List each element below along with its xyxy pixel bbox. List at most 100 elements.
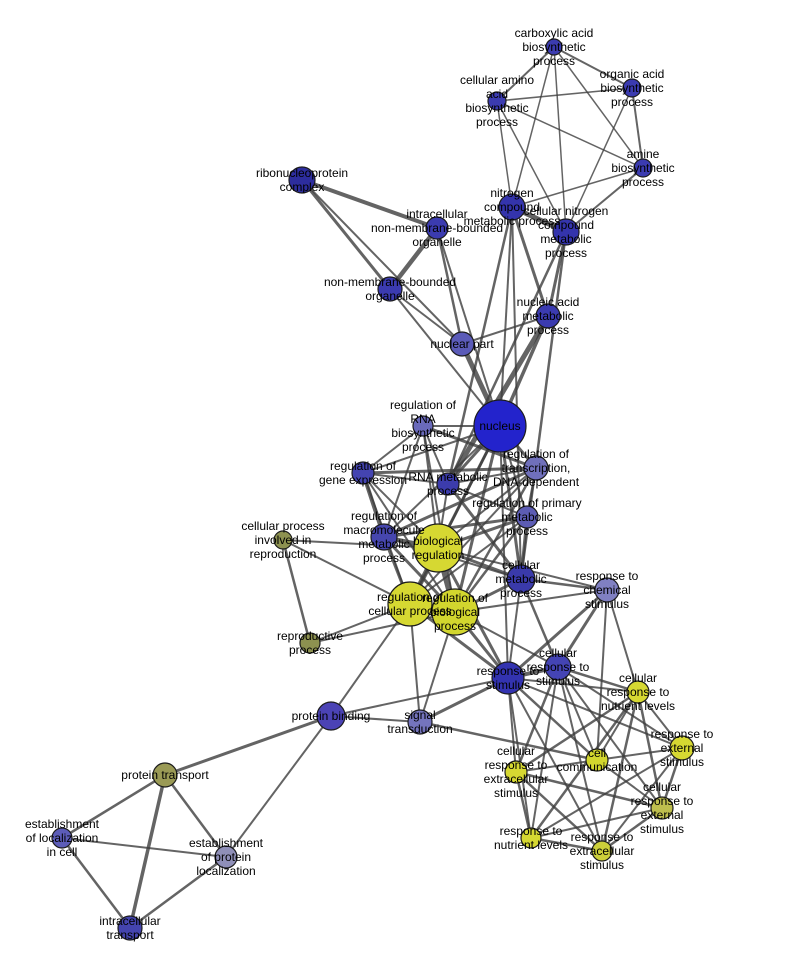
node-crn[interactable]: [626, 680, 650, 704]
node-label-pt: protein transport: [121, 768, 209, 782]
node-ncm[interactable]: [498, 193, 526, 221]
node-elc[interactable]: [51, 827, 73, 849]
edge-crn-crx: [636, 691, 664, 809]
node-nam[interactable]: [535, 303, 561, 329]
node-epl[interactable]: [214, 845, 238, 869]
edge-crs-cc: [557, 666, 598, 761]
node-crs[interactable]: [544, 653, 572, 681]
node-rnl[interactable]: [520, 827, 542, 849]
edge-cab-ab: [553, 46, 644, 169]
edge-ab-ncm: [511, 167, 644, 208]
node-rp[interactable]: [299, 632, 321, 654]
edge-pt-elc: [61, 773, 166, 840]
edge-nmbo-nuc: [389, 288, 501, 427]
node-rbp[interactable]: [431, 588, 479, 636]
node-label-np: nuclear part: [430, 337, 494, 351]
node-rmm[interactable]: [370, 523, 398, 551]
edge-rnp-inmbo: [301, 178, 438, 230]
edge-layer: [61, 46, 684, 930]
edge-rcs-cc: [596, 589, 608, 761]
edge-elc-epl: [61, 837, 227, 858]
node-cmp[interactable]: [506, 564, 536, 594]
node-rcp[interactable]: [387, 581, 433, 627]
edge-cpr-rp: [281, 539, 312, 644]
edge-pb-epl: [225, 715, 332, 858]
edge-rbp-rcs: [454, 589, 608, 613]
node-pt[interactable]: [152, 762, 178, 788]
node-rmp[interactable]: [436, 472, 460, 496]
edge-res-rxs: [601, 747, 683, 852]
node-rts[interactable]: [491, 661, 525, 695]
node-cc[interactable]: [585, 748, 609, 772]
edge-rcp-cpr: [282, 539, 411, 605]
node-nmbo[interactable]: [377, 276, 403, 302]
edge-epl-it: [129, 855, 227, 930]
node-rcs[interactable]: [594, 577, 620, 603]
node-rxs[interactable]: [591, 840, 613, 862]
node-rge[interactable]: [351, 461, 375, 485]
node-rpm[interactable]: [515, 505, 539, 529]
edge-crn-rnl: [529, 691, 640, 839]
edge-pt-it: [128, 774, 167, 929]
edge-cc-cre: [515, 759, 598, 773]
node-st[interactable]: [407, 709, 433, 735]
node-cncm[interactable]: [552, 218, 580, 246]
edge-res-rnl: [530, 747, 683, 839]
edge-cre-crx: [515, 770, 663, 810]
edge-rnp-nmbo: [300, 179, 392, 290]
edge-rnp-np: [301, 179, 463, 345]
edge-nam-np: [461, 315, 549, 345]
edge-rmp-rpm: [447, 483, 528, 518]
node-rtd[interactable]: [523, 455, 549, 481]
node-inmbo[interactable]: [425, 216, 449, 240]
node-it[interactable]: [117, 915, 143, 941]
node-oab[interactable]: [622, 78, 642, 98]
node-bre[interactable]: [413, 523, 463, 573]
edge-ab-cncm: [565, 167, 644, 233]
edge-rts-rxs: [507, 677, 603, 852]
edge-rts-rnl: [507, 677, 532, 839]
node-caab[interactable]: [487, 91, 507, 111]
node-nuc[interactable]: [473, 399, 527, 453]
edge-cab-oab: [553, 46, 633, 89]
node-crx[interactable]: [650, 796, 674, 820]
node-rrb[interactable]: [412, 415, 434, 437]
node-rnp[interactable]: [288, 166, 316, 194]
node-cre[interactable]: [504, 760, 528, 784]
edge-oab-cncm: [565, 87, 633, 233]
node-cpr[interactable]: [273, 530, 293, 550]
edge-rcs-crn: [606, 589, 639, 693]
node-res[interactable]: [669, 735, 695, 761]
edge-cmp-rts: [507, 578, 522, 679]
edge-caab-ncm: [496, 100, 513, 208]
edge-rge-rmp: [362, 472, 449, 485]
edge-pb-pt: [164, 714, 332, 777]
node-layer: [51, 38, 695, 941]
node-ab[interactable]: [633, 158, 653, 178]
node-cab[interactable]: [545, 38, 563, 56]
edge-crs-crn: [557, 665, 639, 694]
node-pb[interactable]: [316, 701, 346, 731]
edge-rcs-rts: [507, 588, 608, 680]
edge-crs-res: [557, 666, 683, 749]
edge-rnl-rxs: [530, 836, 603, 853]
edge-bre-cpr: [282, 539, 439, 549]
edge-rcp-pb: [330, 603, 411, 717]
edge-inmbo-np: [435, 227, 464, 345]
node-np[interactable]: [449, 331, 475, 357]
